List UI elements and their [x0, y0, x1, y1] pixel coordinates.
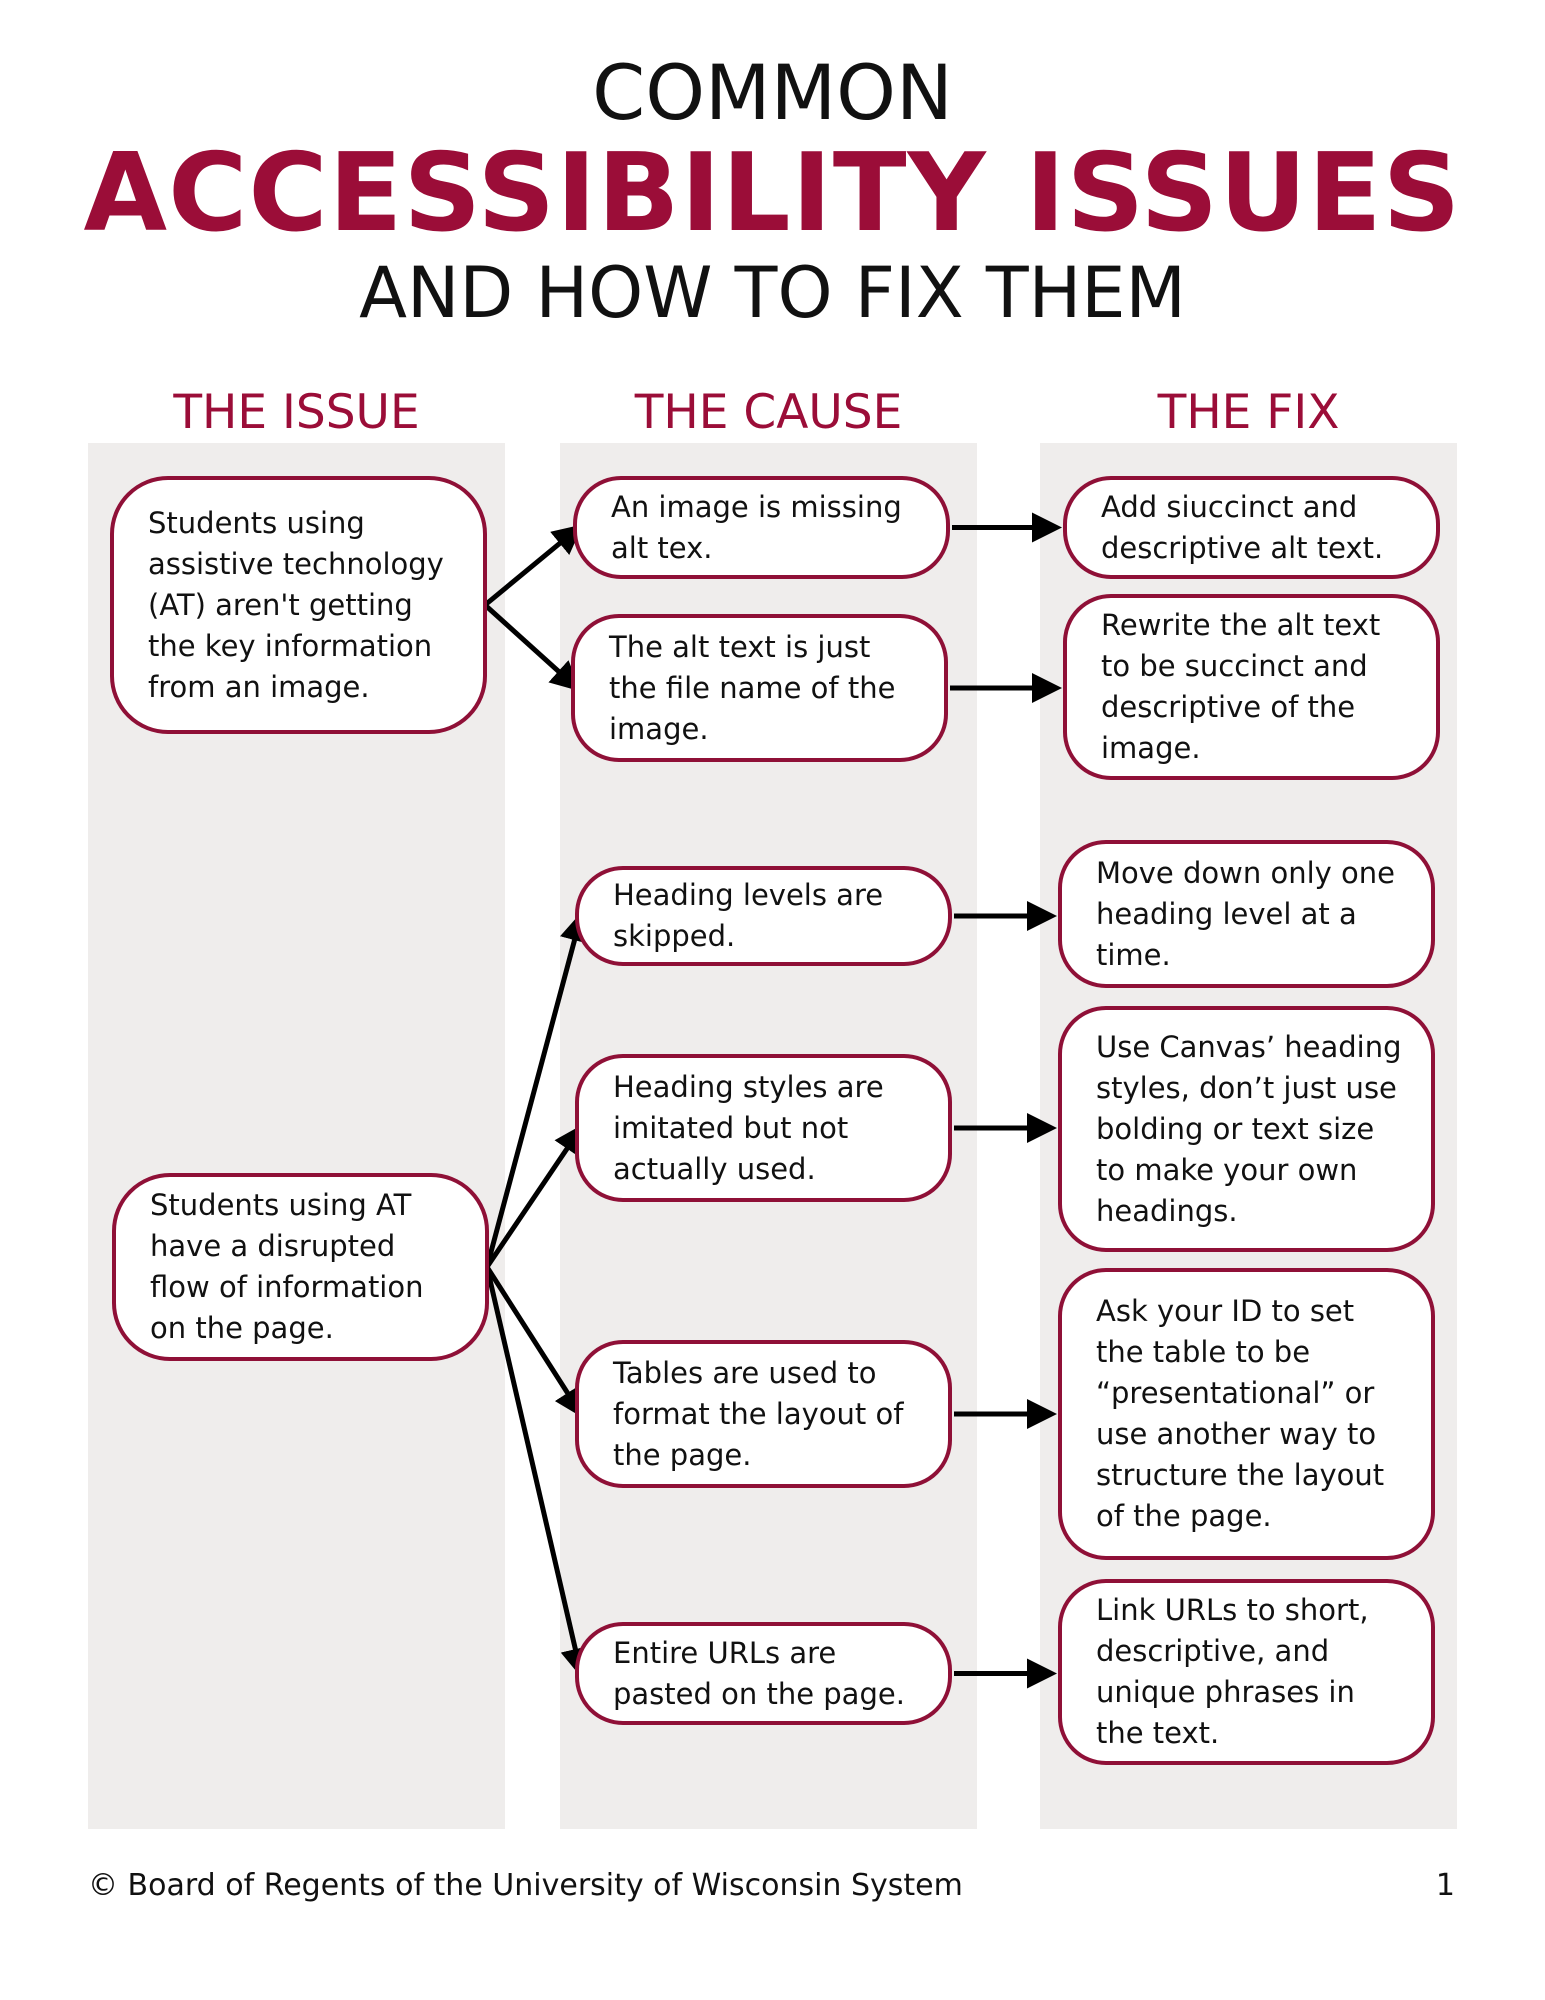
arrow-issue-2-to-cause-6: [484, 1266, 590, 1679]
fix-text: Link URLs to short, descriptive, and uni…: [1096, 1593, 1369, 1750]
issue-box-disrupted-flow: Students using AT have a disrupted flow …: [112, 1173, 489, 1361]
issue-box-image-info: Students using assistive technology (AT)…: [110, 476, 487, 734]
cause-text: Tables are used to format the layout of …: [613, 1355, 904, 1472]
fix-box-rewrite-alt: Rewrite the alt text to be succinct and …: [1063, 594, 1440, 780]
cause-text: Heading styles are imitated but not actu…: [613, 1069, 884, 1186]
arrow-issue-2-to-cause-4: [484, 1123, 584, 1269]
cause-box-layout-tables: Tables are used to format the layout of …: [575, 1340, 952, 1488]
cause-text: The alt text is just the file name of th…: [609, 629, 896, 746]
cause-text: Entire URLs are pasted on the page.: [613, 1635, 905, 1711]
fix-box-add-alt: Add siuccinct and descriptive alt text.: [1063, 476, 1440, 579]
issue-text: Students using assistive technology (AT)…: [148, 505, 444, 704]
arrow-issue-2-to-cause-3: [484, 911, 590, 1268]
arrow-issue-1-to-cause-2: [483, 603, 581, 692]
column-header-fix: THE FIX: [1157, 385, 1340, 440]
arrow-issue-2-to-cause-5: [484, 1265, 584, 1419]
cause-box-filename-alt: The alt text is just the file name of th…: [571, 614, 948, 762]
cause-text: Heading levels are skipped.: [613, 878, 884, 953]
issue-text: Students using AT have a disrupted flow …: [150, 1188, 424, 1345]
title-line-sub: AND HOW TO FIX THEM: [359, 252, 1186, 334]
title-line-common: COMMON: [592, 48, 953, 137]
fix-text: Rewrite the alt text to be succinct and …: [1101, 608, 1381, 765]
arrow-issue-1-to-cause-1: [483, 524, 583, 607]
fix-text: Ask your ID to set the table to be “pres…: [1096, 1294, 1385, 1533]
page-number: 1: [1435, 1868, 1455, 1903]
cause-box-pasted-urls: Entire URLs are pasted on the page.: [575, 1622, 952, 1725]
title-line-main: ACCESSIBILITY ISSUES: [83, 131, 1462, 256]
cause-text: An image is missing alt tex.: [611, 489, 902, 565]
cause-box-imitated-headings: Heading styles are imitated but not actu…: [575, 1054, 952, 1202]
column-header-cause: THE CAUSE: [634, 385, 903, 440]
cause-box-skipped-headings: Heading levels are skipped.: [575, 866, 952, 966]
fix-text: Add siuccinct and descriptive alt text.: [1101, 489, 1384, 565]
cause-box-missing-alt: An image is missing alt tex.: [573, 476, 950, 579]
fix-box-presentational-table: Ask your ID to set the table to be “pres…: [1058, 1268, 1435, 1560]
fix-box-heading-levels: Move down only one heading level at a ti…: [1058, 840, 1435, 988]
fix-box-link-urls: Link URLs to short, descriptive, and uni…: [1058, 1579, 1435, 1765]
footer-copyright: © Board of Regents of the University of …: [88, 1868, 963, 1903]
column-header-issue: THE ISSUE: [173, 385, 420, 440]
fix-box-canvas-headings: Use Canvas’ heading styles, don’t just u…: [1058, 1006, 1435, 1252]
fix-text: Use Canvas’ heading styles, don’t just u…: [1096, 1029, 1402, 1228]
fix-text: Move down only one heading level at a ti…: [1096, 855, 1395, 972]
